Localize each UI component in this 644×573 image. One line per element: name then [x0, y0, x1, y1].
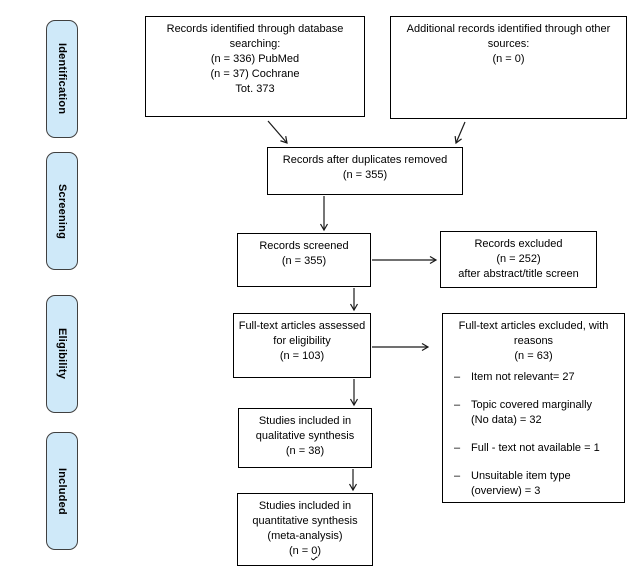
box-records-screened: Records screened (n = 355) [237, 233, 371, 287]
box-text-line: Records excluded [474, 238, 563, 250]
box-text-line: (n = 355) [342, 169, 388, 181]
box-text-line: (n = 38) [285, 445, 325, 457]
box-text-line: (n = 63) [514, 350, 553, 362]
reason-line: (No data) = 32 [471, 414, 542, 426]
box-text-line: Full-text articles assessed [238, 320, 366, 332]
reason-line: Topic covered marginally [471, 399, 593, 411]
box-text-line: Studies included in [258, 415, 352, 427]
n-prefix: (n = [288, 545, 312, 557]
dash-bullet: – [453, 399, 461, 411]
box-text-line: Studies included in [258, 500, 352, 512]
box-text-line: (n = 252) [496, 253, 541, 265]
box-records-identified: Records identified through database sear… [145, 16, 365, 117]
box-quantitative-synthesis: Studies included in quantitative synthes… [237, 493, 373, 566]
n-value-squiggle: 0 [311, 545, 318, 557]
box-text-line: (n = 336) PubMed [210, 53, 300, 65]
box-qualitative-synthesis: Studies included in qualitative synthesi… [238, 408, 372, 468]
box-text-line: searching: [229, 38, 281, 50]
box-text-line: Records identified through database [166, 23, 344, 35]
dash-bullet: – [453, 371, 461, 383]
stage-label: Eligibility [56, 328, 68, 380]
list-item: – Item not relevant= 27 [443, 370, 624, 385]
n-suffix: ) [317, 545, 322, 557]
box-text-line: Records after duplicates removed [282, 154, 448, 166]
reason-line: Full - text not available = 1 [471, 442, 600, 454]
box-text-line: Additional records identified through ot… [406, 23, 611, 35]
box-text-line: (meta-analysis) [267, 530, 343, 542]
reason-line: Unsuitable item type [471, 470, 571, 482]
sidebar-label-screening: Screening [46, 152, 78, 270]
box-text-line: Full-text articles excluded, with [458, 320, 609, 332]
box-text-line: after abstract/title screen [458, 268, 579, 280]
dash-bullet: – [453, 470, 461, 482]
box-fulltext-assessed: Full-text articles assessed for eligibil… [233, 313, 371, 378]
box-text-line: (n = 37) Cochrane [210, 68, 300, 80]
sidebar-label-included: Included [46, 432, 78, 550]
list-item: – Full - text not available = 1 [443, 441, 624, 456]
reason-line: Item not relevant= 27 [471, 371, 575, 383]
stage-label: Included [56, 467, 68, 515]
box-duplicates-removed: Records after duplicates removed (n = 35… [267, 147, 463, 195]
stage-label: Screening [56, 183, 68, 239]
arrow-database-to-duplicates [267, 120, 288, 144]
exclusion-reasons-list: – Item not relevant= 27 – Topic covered … [443, 370, 624, 499]
sidebar-label-identification: Identification [46, 20, 78, 138]
box-text-line: reasons [513, 335, 554, 347]
reason-line: (overview) = 3 [471, 485, 541, 497]
list-item: – Topic covered marginally (No data) = 3… [443, 398, 624, 428]
sidebar-label-eligibility: Eligibility [46, 295, 78, 413]
box-fulltext-excluded: Full-text articles excluded, with reason… [442, 313, 625, 503]
box-text-line: sources: [487, 38, 530, 50]
dash-bullet: – [453, 442, 461, 454]
box-additional-records: Additional records identified through ot… [390, 16, 627, 119]
box-text-line: for eligibility [273, 335, 331, 347]
box-text-line: Tot. 373 [235, 83, 275, 95]
stage-label: Identification [56, 43, 68, 115]
box-text-line: quantitative synthesis [252, 515, 358, 527]
box-text-line: Records screened [259, 240, 349, 252]
arrow-other-to-duplicates [454, 121, 466, 145]
box-text-line: qualitative synthesis [255, 430, 355, 442]
box-n-line: (n = 0) [238, 544, 372, 559]
box-records-excluded: Records excluded (n = 252) after abstrac… [440, 231, 597, 288]
box-text-line: (n = 0) [492, 53, 525, 65]
box-text-line: (n = 355) [281, 255, 327, 267]
list-item: – Unsuitable item type (overview) = 3 [443, 469, 624, 499]
box-text-line: (n = 103) [279, 350, 325, 362]
